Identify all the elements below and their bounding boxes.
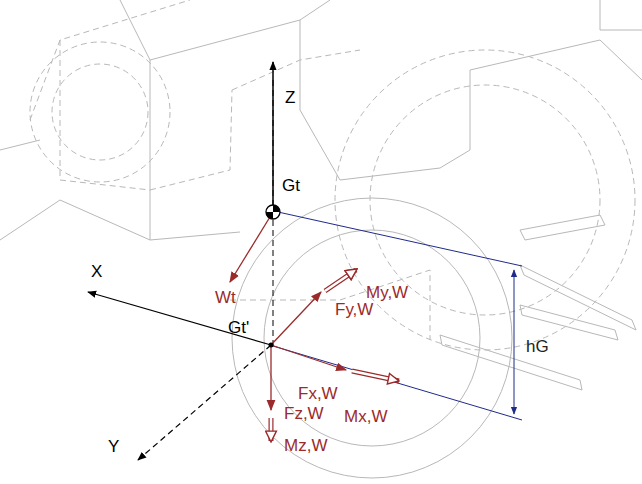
y-axis [138,345,271,460]
moment-label: My,W [364,283,410,302]
force-label: Fx,W [296,384,340,403]
force-label: Fz,W [282,404,326,423]
axis-label: Y [106,437,121,456]
moment-label: Mz,W [282,436,329,455]
projection-point [269,343,274,348]
force-label: Fy,W [333,300,375,319]
cog-symbol [266,205,280,219]
height-dimension [273,212,522,420]
axis-label: Z [283,88,297,107]
axis-label: X [89,262,104,281]
point-label: Gt' [226,318,251,337]
dimension-label: hG [524,337,551,356]
force-arrows [230,212,346,410]
x-axis [88,292,271,345]
point-label: Gt [280,176,302,195]
z-axis [272,62,274,212]
force-label: Wt [213,288,238,307]
moment-label: Mx,W [342,407,389,426]
